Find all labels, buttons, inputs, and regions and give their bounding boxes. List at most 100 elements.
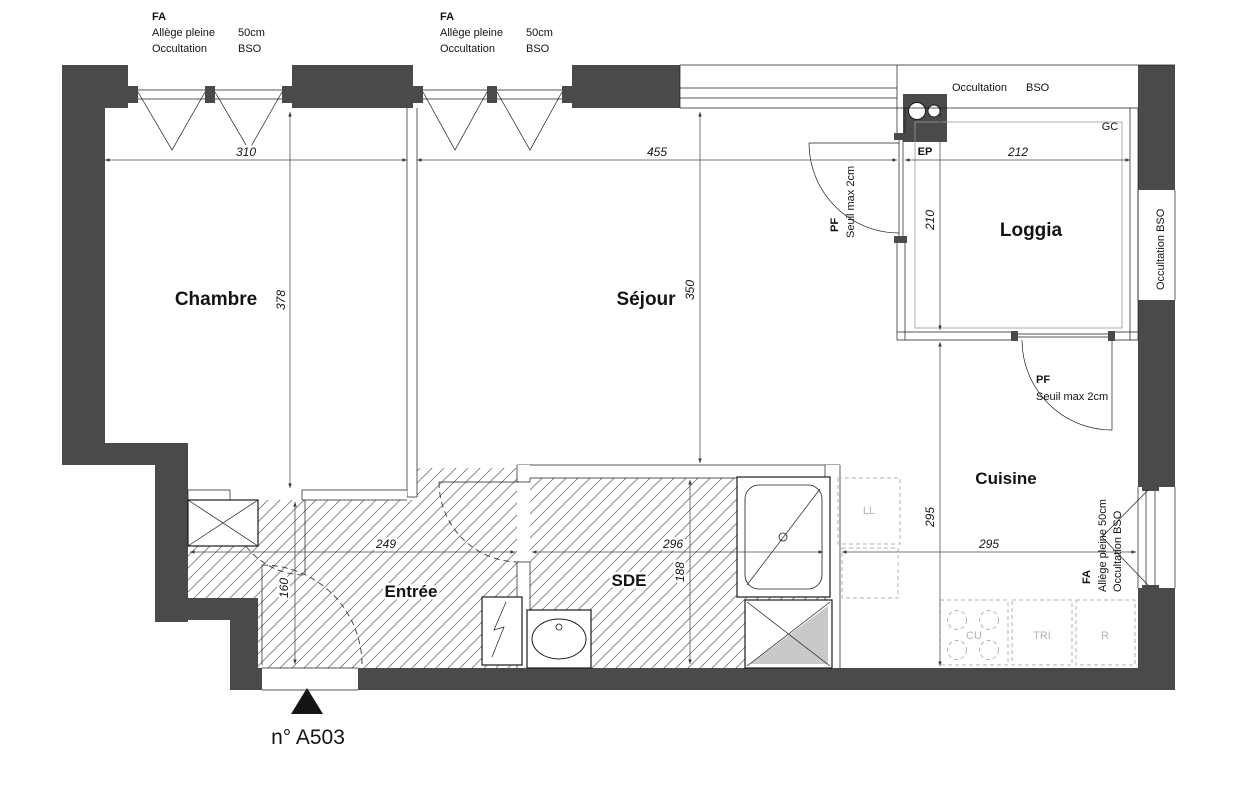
washing-machine-outline xyxy=(837,477,901,545)
wall-segment xyxy=(572,65,680,108)
fa-note-cuisine: FA Allège pleine 50cm Occultation BSO xyxy=(1081,499,1124,592)
hob-label: CU xyxy=(966,630,982,642)
dim-sejour-width: 455 xyxy=(647,145,667,159)
dim-loggia-depth: 210 xyxy=(923,210,937,231)
pf-cuisine-door-swing xyxy=(1021,339,1113,431)
loggia-structure xyxy=(679,64,1176,341)
washbasin xyxy=(526,609,592,669)
pf-code: PF xyxy=(829,218,841,232)
seuil-note: Seuil max 2cm xyxy=(1036,391,1108,403)
entrance-door-swing xyxy=(261,564,363,666)
fridge-label: R xyxy=(1101,630,1109,642)
wall-segment xyxy=(358,668,1175,690)
windows xyxy=(128,86,1176,593)
annotations: FA Allège pleine 50cm Occultation BSO FA… xyxy=(152,11,1167,592)
occultation-value: BSO xyxy=(526,43,550,55)
room-label-cuisine: Cuisine xyxy=(975,469,1036,488)
fixtures xyxy=(187,476,833,669)
fa-code: FA xyxy=(1081,570,1093,584)
rainwater-pipe-icon xyxy=(927,104,941,118)
room-label-sejour: Séjour xyxy=(616,289,676,310)
rainwater-pipe-block xyxy=(903,94,947,142)
pf-note-cuisine: PF Seuil max 2cm xyxy=(1036,374,1108,403)
ep-label: EP xyxy=(918,146,933,158)
allege-note: Allège pleine 50cm xyxy=(1097,499,1109,592)
shower-screen xyxy=(744,599,833,669)
washing-machine-label: LL xyxy=(863,505,875,517)
partition-chambre-sejour xyxy=(407,108,417,497)
occultation-note-loggia-top: Occultation BSO xyxy=(952,82,1050,94)
dim-chambre-width: 310 xyxy=(236,145,256,159)
wall-segment xyxy=(155,443,188,622)
room-label-chambre: Chambre xyxy=(175,289,257,310)
hob-burner-icon xyxy=(979,610,999,630)
fridge-outline xyxy=(1075,599,1136,666)
allege-label: Allège pleine xyxy=(440,27,503,39)
window-mullion xyxy=(487,86,497,103)
room-label-loggia: Loggia xyxy=(1000,220,1063,241)
wall-segment xyxy=(292,65,413,108)
occultation-label: Occultation xyxy=(952,82,1007,94)
rainwater-pipe-icon xyxy=(908,102,926,120)
pf-code: PF xyxy=(1036,374,1050,386)
window-mullion xyxy=(1142,483,1159,491)
window-mullion xyxy=(205,86,215,103)
sorting-bin-outline xyxy=(1011,599,1073,666)
dim-sejour-depth: 350 xyxy=(683,280,697,300)
exterior-walls xyxy=(62,65,1175,690)
door-jamb xyxy=(894,236,907,243)
dim-chambre-depth: 378 xyxy=(274,290,288,310)
occultation-value: BSO xyxy=(1026,82,1050,94)
hob-burner-icon xyxy=(979,640,999,660)
electrical-panel xyxy=(481,596,523,666)
door-jamb xyxy=(1108,331,1115,341)
unit-number-label: n° A503 xyxy=(271,726,345,749)
kitchen-appliances xyxy=(837,477,1136,666)
fa-note-sejour: FA Allège pleine 50cm Occultation BSO xyxy=(440,11,553,55)
dim-sde-width: 296 xyxy=(662,537,683,551)
entrance-arrow-icon xyxy=(291,688,323,714)
door-jamb xyxy=(894,133,907,140)
fa-code: FA xyxy=(152,11,166,23)
dimension-lines xyxy=(105,112,1136,666)
wall-segment xyxy=(1138,65,1175,190)
allege-value: 50cm xyxy=(238,27,265,39)
fa-code: FA xyxy=(440,11,454,23)
room-label-entree: Entrée xyxy=(385,582,438,601)
sorting-bin-label: TRI xyxy=(1033,630,1051,642)
hob-burner-icon xyxy=(947,640,967,660)
gc-label: GC xyxy=(1102,121,1119,133)
hatched-floor xyxy=(188,468,832,668)
window-chambre xyxy=(128,86,292,151)
window-mullion xyxy=(413,86,423,103)
appliance-labels: LL CU TRI R xyxy=(860,503,1111,645)
pf-note-sejour: PF Seuil max 2cm xyxy=(829,166,857,238)
entrance-marker: n° A503 xyxy=(271,688,345,749)
occultation-note-loggia-side: Occultation BSO xyxy=(1155,208,1167,290)
shower xyxy=(736,476,831,598)
window-cuisine xyxy=(1101,483,1176,593)
sink-outline xyxy=(841,547,899,599)
sde-door-swing xyxy=(438,481,520,563)
dim-cuisine-depth: 295 xyxy=(923,507,937,528)
seuil-note: Seuil max 2cm xyxy=(845,166,857,238)
loggia-inner-edge xyxy=(914,121,1123,329)
dim-sde-depth: 188 xyxy=(673,562,687,582)
allege-label: Allège pleine xyxy=(152,27,215,39)
partition-chambre-south xyxy=(188,490,407,500)
window-mullion xyxy=(1142,585,1159,593)
occultation-label: Occultation xyxy=(152,43,207,55)
wall-segment xyxy=(1138,588,1175,690)
partition-sde-top xyxy=(517,465,840,478)
wall-segment xyxy=(230,668,262,690)
dim-entree-width: 249 xyxy=(375,537,396,551)
dim-loggia-width: 212 xyxy=(1007,145,1028,159)
dim-cuisine-width: 295 xyxy=(978,537,999,551)
window-mullion xyxy=(562,86,572,103)
closet xyxy=(187,499,259,547)
room-labels: Chambre Séjour Loggia Cuisine Entrée SDE xyxy=(175,220,1063,604)
window-mullion xyxy=(128,86,138,103)
occultation-label: Occultation xyxy=(440,43,495,55)
occultation-value: BSO xyxy=(238,43,262,55)
